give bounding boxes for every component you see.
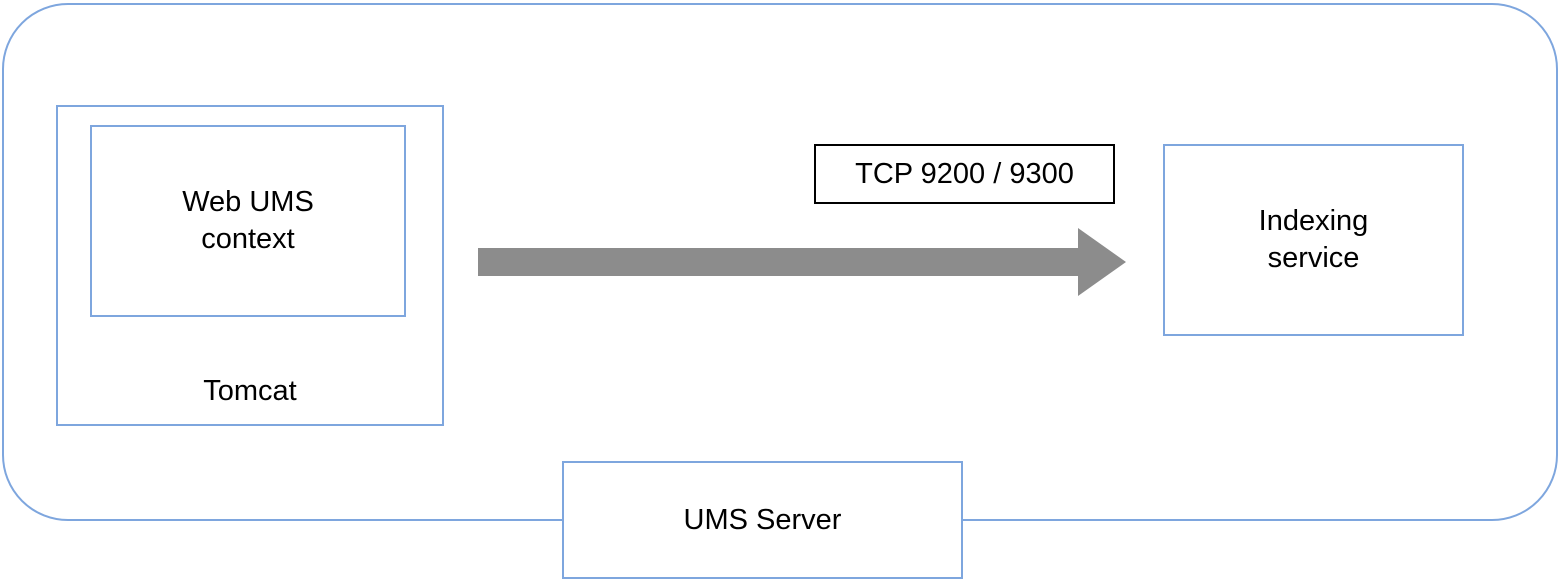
ums-server-caption-label: UMS Server xyxy=(683,504,842,536)
web-ums-context-box: Web UMS context xyxy=(90,125,406,317)
indexing-service-label-line2: service xyxy=(1267,242,1360,274)
protocol-label: TCP 9200 / 9300 xyxy=(855,158,1074,190)
tomcat-label: Tomcat xyxy=(203,375,297,407)
indexing-service-label-line1: Indexing xyxy=(1258,205,1369,237)
ums-server-caption-box: UMS Server xyxy=(562,461,963,579)
indexing-service-box: Indexing service xyxy=(1163,144,1464,336)
indexing-service-label: Indexing service xyxy=(1259,203,1369,277)
web-ums-context-label-line1: Web UMS xyxy=(182,186,314,218)
connection-arrow-right-icon xyxy=(478,226,1128,298)
web-ums-context-label: Web UMS context xyxy=(182,184,314,258)
web-ums-context-label-line2: context xyxy=(201,223,295,255)
protocol-label-box: TCP 9200 / 9300 xyxy=(814,144,1115,204)
